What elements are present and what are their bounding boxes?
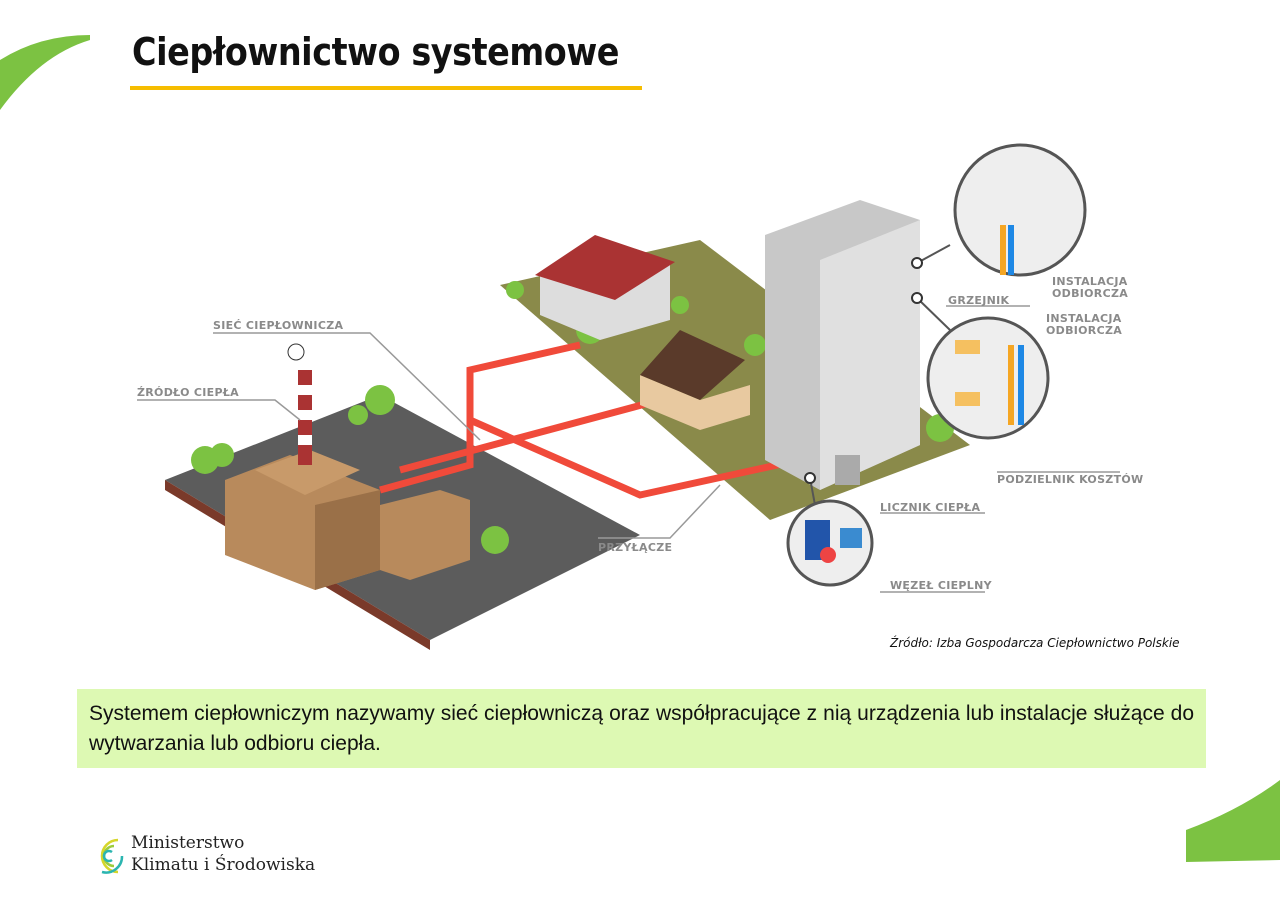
corner-decoration-top	[0, 35, 90, 110]
label-line: ODBIORCZA	[1052, 287, 1129, 300]
label-cost-allocator: PODZIELNIK KOSZTÓW	[997, 473, 1144, 486]
heating-network-pipes	[379, 341, 801, 499]
callout-radiators	[911, 292, 1050, 440]
ministry-logo-icon	[100, 838, 124, 874]
label-internal-installation-2: INSTALACJA ODBIORCZA	[1046, 313, 1122, 337]
ministry-logo-text: Ministerstwo Klimatu i Środowiska	[131, 832, 315, 876]
page-title: Ciepłownictwo systemowe	[132, 30, 620, 74]
label-leader-lines	[137, 305, 1120, 593]
public-building	[535, 235, 675, 340]
label-heat-source: ŹRÓDŁO CIEPŁA	[137, 386, 239, 399]
label-heating-network: SIEĆ CIEPŁOWNICZA	[213, 319, 344, 332]
corner-decoration-bottom	[1186, 780, 1280, 862]
apartment-block	[765, 200, 920, 490]
label-internal-installation-1: INSTALACJA ODBIORCZA	[1052, 276, 1128, 300]
label-heat-substation: WĘZEŁ CIEPLNY	[890, 579, 992, 592]
definition-box: Systemem ciepłowniczym nazywamy sieć cie…	[77, 689, 1206, 768]
house	[640, 330, 750, 430]
label-heat-meter: LICZNIK CIEPŁA	[880, 501, 981, 514]
logo-line-1: Ministerstwo	[131, 833, 245, 853]
title-underline	[130, 86, 642, 90]
source-caption: Źródło: Izba Gospodarcza Ciepłownictwo P…	[890, 636, 1180, 650]
label-line: INSTALACJA	[1052, 275, 1128, 288]
label-connection: PRZYŁĄCZE	[598, 541, 673, 554]
logo-line-2: Klimatu i Środowiska	[131, 855, 316, 875]
callout-sink	[911, 143, 1087, 277]
label-line: INSTALACJA	[1046, 312, 1122, 325]
label-radiator: GRZEJNIK	[948, 294, 1010, 307]
definition-text: Systemem ciepłowniczym nazywamy sieć cie…	[89, 702, 1194, 755]
label-line: ODBIORCZA	[1046, 324, 1123, 337]
callout-substation	[786, 472, 874, 587]
heat-source-plant	[225, 343, 470, 590]
